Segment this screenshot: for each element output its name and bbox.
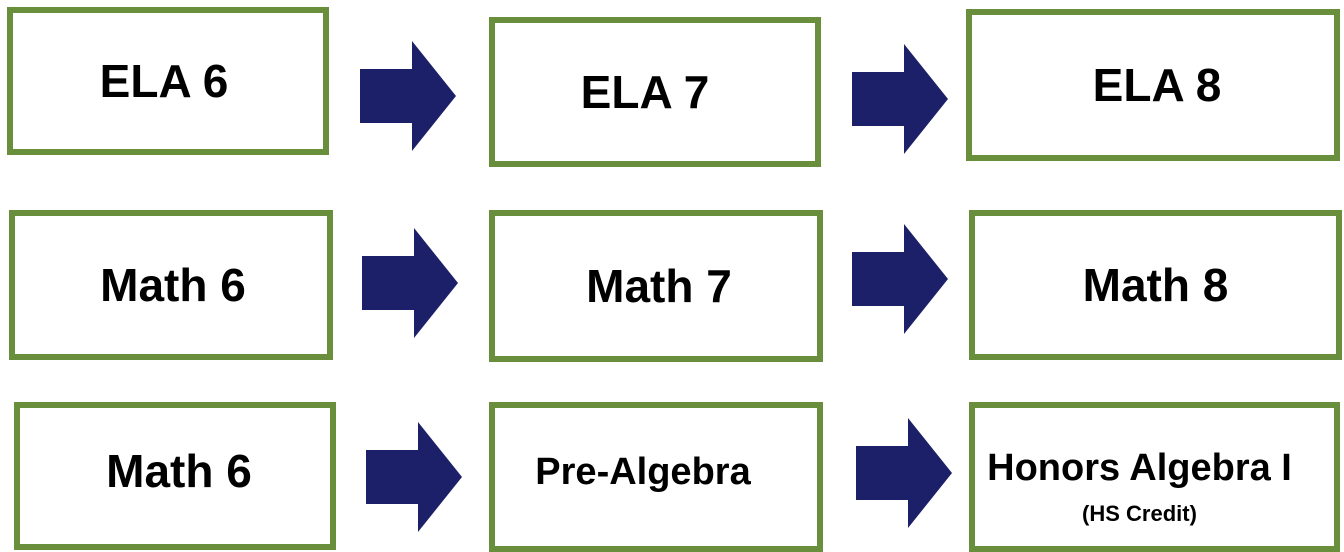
box-label: ELA 8 <box>1092 59 1222 111</box>
box-label: Math 6 <box>106 445 252 497</box>
box-label: Math 7 <box>586 260 732 312</box>
arrow-icon <box>852 44 948 154</box>
box-label: Math 8 <box>1082 259 1229 311</box>
ela-6-box: ELA 6 <box>7 7 329 155</box>
box-label: Honors Algebra I <box>987 447 1292 489</box>
arrow-icon <box>856 418 952 528</box>
arrow-icon <box>852 224 948 334</box>
math-8-box: Math 8 <box>969 210 1342 360</box>
pre-algebra-box: Pre-Algebra <box>489 402 823 552</box>
box-label: Pre-Algebra <box>535 451 751 493</box>
honors-algebra-box: Honors Algebra I (HS Credit) <box>969 402 1340 552</box>
box-label: Math 6 <box>100 259 246 311</box>
box-label: ELA 7 <box>580 66 710 118</box>
ela-7-box: ELA 7 <box>489 17 821 167</box>
math-6-box-accelerated: Math 6 <box>14 402 336 550</box>
math-6-box: Math 6 <box>9 210 333 360</box>
math-7-box: Math 7 <box>489 210 823 362</box>
box-label: ELA 6 <box>99 55 229 107</box>
arrow-icon <box>366 422 462 532</box>
arrow-icon <box>360 41 456 151</box>
ela-8-box: ELA 8 <box>966 9 1340 161</box>
box-sublabel: (HS Credit) <box>1082 501 1197 526</box>
arrow-icon <box>362 228 458 338</box>
